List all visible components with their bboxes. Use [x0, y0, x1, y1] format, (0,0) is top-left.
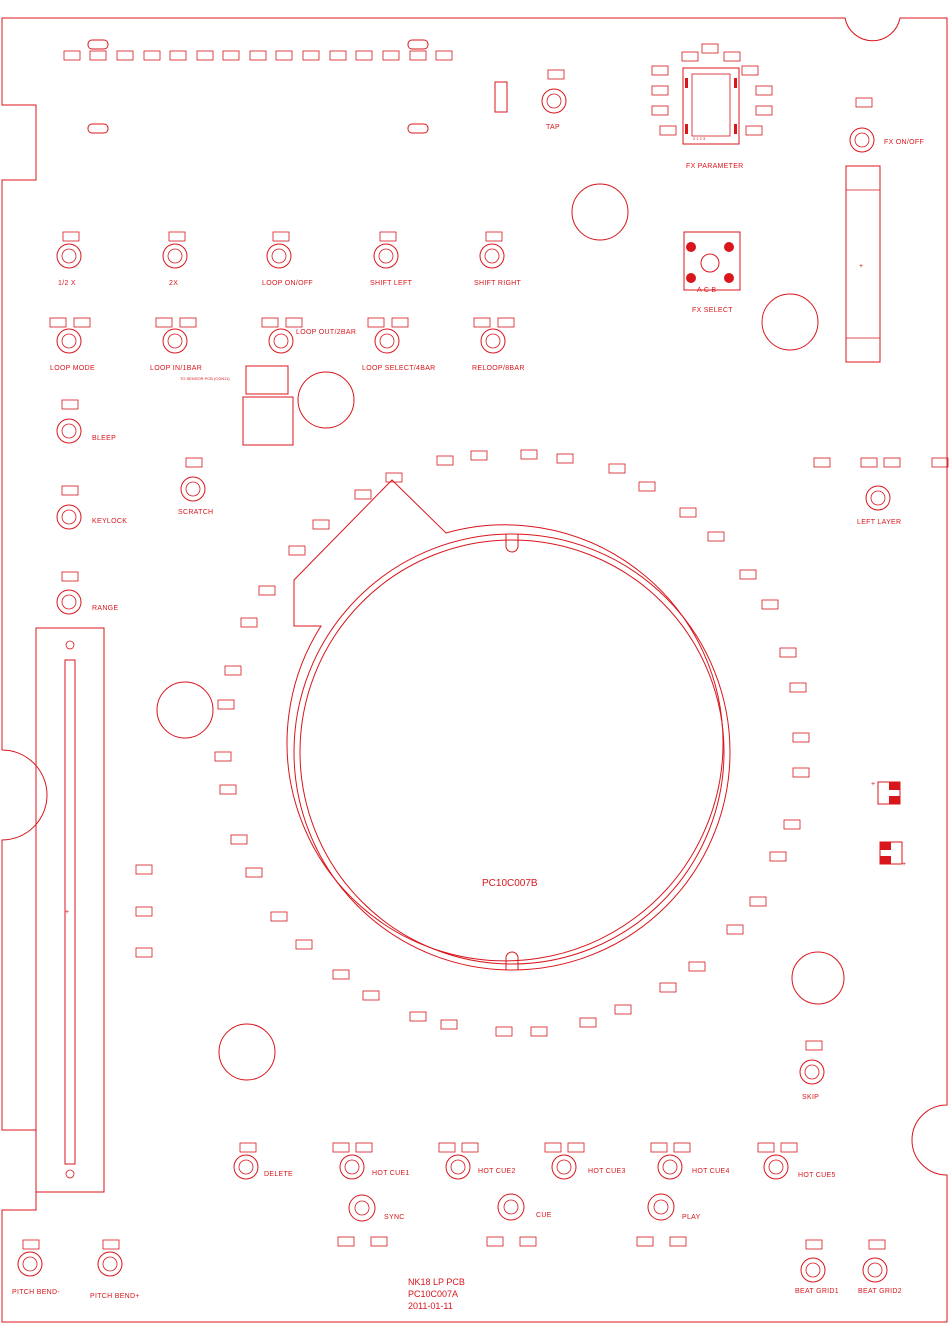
title-line-2: PC10C007A — [408, 1289, 458, 1299]
range-button[interactable]: RANGE — [56, 571, 118, 615]
loop-on-off-button[interactable]: LOOP ON/OFF — [262, 231, 313, 287]
shift-right-label: SHIFT RIGHT — [474, 280, 522, 287]
cue-label: CUE — [536, 1212, 552, 1219]
pitch-fader[interactable]: + — [35, 627, 105, 1193]
hot-cue1-button[interactable]: HOT CUE1 — [332, 1142, 410, 1180]
cue-button[interactable]: CUE — [486, 1193, 552, 1247]
loop-out-button[interactable]: LOOP OUT/2BAR — [261, 317, 356, 354]
hot-cue5-label: HOT CUE5 — [798, 1172, 836, 1179]
beat-grid1-button[interactable]: BEAT GRID1 — [795, 1239, 839, 1295]
loop-in-label: LOOP IN/1BAR — [150, 365, 202, 372]
hot-cue4-label: HOT CUE4 — [692, 1168, 730, 1175]
jog-wheel-inner — [299, 539, 725, 965]
scratch-button[interactable]: SCRATCH — [178, 457, 213, 516]
beat-grid1-label: BEAT GRID1 — [795, 1288, 839, 1295]
loop-in-button[interactable]: LOOP IN/1BAR — [150, 317, 202, 372]
two-x-label: 2X — [169, 280, 178, 287]
bleep-label: BLEEP — [92, 435, 116, 442]
fx-fader[interactable]: + — [845, 165, 881, 363]
fx-select-encoder[interactable]: A C B FX SELECT — [683, 231, 741, 314]
hot-cue2-button[interactable]: HOT CUE2 — [438, 1142, 516, 1180]
hot-cue4-button[interactable]: HOT CUE4 — [650, 1142, 730, 1180]
svg-text:+: + — [871, 781, 875, 788]
title-line-1: NK18 LP PCB — [408, 1277, 465, 1287]
pitch-bend-minus-button[interactable]: PITCH BEND- — [12, 1239, 60, 1296]
sensor-connector: TO SENSOR PCB (CON11) — [180, 365, 294, 446]
play-button[interactable]: PLAY — [636, 1193, 701, 1247]
fx-on-off-switch[interactable]: FX ON/OFF — [849, 97, 924, 153]
capacitor-c33: + — [871, 781, 901, 805]
loop-mode-button[interactable]: LOOP MODE — [49, 317, 95, 372]
center-marking: PC10C007B — [482, 878, 538, 889]
half-x-button[interactable]: 1/2 X — [56, 231, 82, 287]
keylock-button[interactable]: KEYLOCK — [56, 485, 127, 530]
hot-cue3-label: HOT CUE3 — [588, 1168, 626, 1175]
jog-wheel-outline — [286, 479, 724, 962]
hot-cue3-button[interactable]: HOT CUE3 — [544, 1142, 626, 1180]
hot-cue1-label: HOT CUE1 — [372, 1170, 410, 1177]
capacitor-c76: + — [879, 841, 906, 868]
reloop-label: RELOOP/8BAR — [472, 365, 525, 372]
pitch-bend-minus-label: PITCH BEND- — [12, 1289, 60, 1296]
fx-select-label: FX SELECT — [692, 307, 733, 314]
hot-cue5-button[interactable]: HOT CUE5 — [757, 1142, 836, 1180]
skip-label: SKIP — [802, 1094, 819, 1101]
hot-cue2-label: HOT CUE2 — [478, 1168, 516, 1175]
sync-button[interactable]: SYNC — [337, 1194, 405, 1247]
bleep-button[interactable]: BLEEP — [56, 399, 116, 444]
fx-parameter-encoder[interactable]: 2 1 2 3 FX PARAMETER — [651, 43, 773, 170]
delete-label: DELETE — [264, 1171, 293, 1178]
pitch-bend-plus-button[interactable]: PITCH BEND+ — [90, 1239, 140, 1300]
loop-select-button[interactable]: LOOP SELECT/4BAR — [362, 317, 436, 372]
pitch-bend-plus-label: PITCH BEND+ — [90, 1293, 140, 1300]
sync-label: SYNC — [384, 1214, 405, 1221]
loop-mode-label: LOOP MODE — [50, 365, 95, 372]
play-label: PLAY — [682, 1214, 701, 1221]
to-sensor-label: TO SENSOR PCB (CON11) — [180, 376, 230, 381]
two-x-button[interactable]: 2X — [162, 231, 188, 287]
shift-right-button[interactable]: SHIFT RIGHT — [474, 231, 522, 287]
tap-switch[interactable]: TAP — [541, 69, 567, 131]
beat-grid2-button[interactable]: BEAT GRID2 — [858, 1239, 902, 1295]
title-block: NK18 LP PCB PC10C007A 2011-01-11 — [408, 1277, 465, 1311]
shift-left-button[interactable]: SHIFT LEFT — [370, 231, 413, 287]
jog-notch-bottom — [505, 951, 519, 970]
tap-label: TAP — [546, 124, 560, 131]
skip-button[interactable]: SKIP — [799, 1040, 825, 1101]
board-outline — [1, 17, 948, 1323]
title-line-3: 2011-01-11 — [408, 1301, 453, 1311]
range-label: RANGE — [92, 605, 118, 612]
half-x-label: 1/2 X — [58, 280, 76, 287]
left-layer-button[interactable]: LEFT LAYER — [813, 457, 949, 526]
fx-parameter-label: FX PARAMETER — [686, 163, 744, 170]
fx-param-numbers: 2 1 2 3 — [693, 136, 706, 141]
pitch-fader-center-mark: + — [65, 909, 69, 916]
left-layer-label: LEFT LAYER — [857, 519, 901, 526]
shift-left-label: SHIFT LEFT — [370, 280, 413, 287]
beat-grid2-label: BEAT GRID2 — [858, 1288, 902, 1295]
fx-select-abc: A C B — [697, 287, 716, 294]
top-led-row — [63, 50, 453, 61]
mounting-holes — [87, 39, 845, 1081]
jog-led-ring — [135, 449, 810, 1037]
svg-text:+: + — [902, 861, 906, 868]
loop-out-label: LOOP OUT/2BAR — [296, 329, 356, 336]
fx-on-off-label: FX ON/OFF — [884, 139, 924, 146]
fader-center-mark: + — [859, 263, 863, 270]
delete-button[interactable]: DELETE — [233, 1142, 293, 1180]
loop-on-off-label: LOOP ON/OFF — [262, 280, 313, 287]
scratch-label: SCRATCH — [178, 509, 213, 516]
reloop-button[interactable]: RELOOP/8BAR — [472, 317, 525, 372]
jog-wheel-outer — [293, 533, 731, 971]
keylock-label: KEYLOCK — [92, 518, 127, 525]
loop-select-label: LOOP SELECT/4BAR — [362, 365, 436, 372]
jog-notch-top — [505, 534, 519, 553]
